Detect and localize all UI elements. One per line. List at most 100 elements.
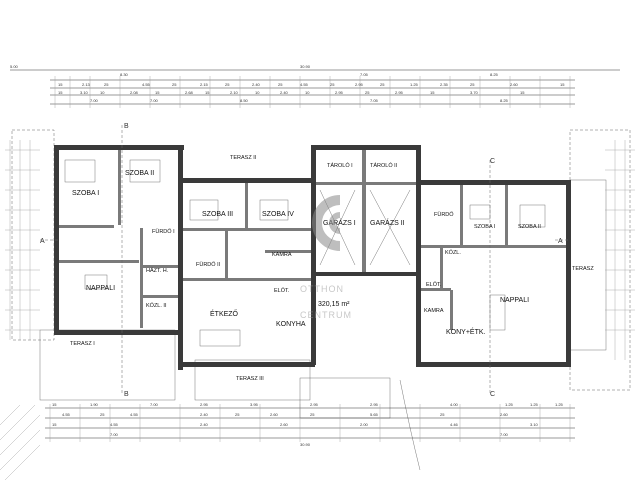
room-kamra-right: KAMRA bbox=[424, 308, 444, 314]
dim-bot-r1-3: 2.95 bbox=[200, 402, 209, 407]
room-garazs-ii: GARÁZS II bbox=[370, 218, 405, 227]
room-szoba-i: SZOBA I bbox=[72, 190, 99, 197]
left-dimension-ticks bbox=[5, 140, 635, 360]
dim-bot-r1-9: 1.25 bbox=[530, 402, 539, 407]
dim-top-3: 30.90 bbox=[300, 64, 311, 69]
dim-top-r2-9: 4.55 bbox=[300, 82, 309, 87]
axis-c-top: C bbox=[490, 158, 495, 165]
dim-bot-r2-1: 25 bbox=[100, 412, 105, 417]
room-haztart: HÁZT. H. bbox=[146, 267, 169, 274]
room-furdo-ii: FÜRDŐ II bbox=[196, 261, 221, 268]
dim-bot-r1-0: 15 bbox=[52, 402, 57, 407]
dim-top-r3-2: 10 bbox=[100, 90, 105, 95]
dim-top-r2-7: 2.40 bbox=[252, 82, 261, 87]
dim-bot-r4-0: 7.00 bbox=[110, 432, 119, 437]
room-szoba-i-right: SZOBA I bbox=[474, 224, 496, 230]
dim-top-r3-7: 2.10 bbox=[230, 90, 239, 95]
dim-top-4: 7.05 bbox=[360, 72, 369, 77]
room-terasz-right: TERASZ bbox=[572, 266, 594, 272]
room-labels: SZOBA I SZOBA II SZOBA III SZOBA IV FÜRD… bbox=[70, 155, 594, 382]
dim-bot-r2-2: 4.55 bbox=[130, 412, 139, 417]
dim-top-r4-2: 8.50 bbox=[240, 98, 249, 103]
dim-top-r3-14: 15 bbox=[430, 90, 435, 95]
dim-top-5: 8.25 bbox=[490, 72, 499, 77]
dim-top-r2-1: 2.13 bbox=[82, 82, 91, 87]
room-tarolo-ii: TÁROLÓ II bbox=[370, 162, 398, 169]
dim-bot-r2-5: 2.60 bbox=[270, 412, 279, 417]
dim-top-r3-10: 10 bbox=[305, 90, 310, 95]
dim-top-r3-6: 15 bbox=[205, 90, 210, 95]
room-nappali-left: NAPPALI bbox=[86, 285, 115, 292]
dim-bot-r3-5: 4.46 bbox=[450, 422, 459, 427]
watermark-logo: OTTHON CENTRUM bbox=[300, 195, 352, 320]
dim-top-r4-3: 7.05 bbox=[370, 98, 379, 103]
room-furdo-right: FÜRDŐ bbox=[434, 211, 454, 218]
top-dimension-chains: 5.00 8.30 30.90 7.05 8.25 15 2.13 25 4.5… bbox=[10, 64, 620, 108]
dim-top-r2-12: 25 bbox=[380, 82, 385, 87]
dim-bot-r2-7: 5.65 bbox=[370, 412, 379, 417]
dim-bot-r2-3: 2.40 bbox=[200, 412, 209, 417]
watermark-line1: OTTHON bbox=[300, 284, 344, 294]
room-szoba-ii-right: SZOBA II bbox=[518, 224, 541, 230]
dim-bot-r3-0: 15 bbox=[52, 422, 57, 427]
dim-top-r4-1: 7.00 bbox=[150, 98, 159, 103]
room-szoba-ii: SZOBA II bbox=[125, 170, 154, 177]
dim-bot-r3-3: 2.60 bbox=[280, 422, 289, 427]
room-elot-left: ELŐT. bbox=[274, 287, 290, 294]
dim-top-r3-8: 10 bbox=[255, 90, 260, 95]
dim-top-r4-0: 7.00 bbox=[90, 98, 99, 103]
dim-top-r2-14: 2.35 bbox=[440, 82, 449, 87]
dim-top-r2-5: 2.15 bbox=[200, 82, 209, 87]
walls bbox=[54, 145, 571, 370]
dim-top-r3-11: 2.95 bbox=[335, 90, 344, 95]
room-kozl-right: KÖZL. bbox=[445, 249, 461, 256]
dim-bot-r1-7: 4.00 bbox=[450, 402, 459, 407]
axis-b-top: B bbox=[124, 123, 129, 130]
dim-top-r2-15: 25 bbox=[470, 82, 475, 87]
dim-bot-r2-4: 25 bbox=[235, 412, 240, 417]
room-kamra-left: KAMRA bbox=[272, 252, 292, 258]
dim-top-1: 5.00 bbox=[10, 64, 19, 69]
room-terasz-i: TERASZ I bbox=[70, 341, 95, 347]
dim-bot-r2-9: 2.60 bbox=[500, 412, 509, 417]
dim-top-r3-0: 15 bbox=[58, 90, 63, 95]
dim-bot-r1-1: 1.90 bbox=[90, 402, 99, 407]
dim-top-r3-1: 3.10 bbox=[80, 90, 89, 95]
dim-bot-r1-6: 2.95 bbox=[370, 402, 379, 407]
dim-top-r3-4: 15 bbox=[155, 90, 160, 95]
dim-top-r2-0: 15 bbox=[58, 82, 63, 87]
dim-top-r3-3: 2.08 bbox=[130, 90, 139, 95]
dim-top-2: 8.30 bbox=[120, 72, 129, 77]
room-elot-right: ELŐT. bbox=[426, 281, 442, 288]
total-area-label: 320,15 m² bbox=[318, 301, 350, 308]
watermark-line2: CENTRUM bbox=[300, 310, 352, 320]
dim-top-r2-16: 2.60 bbox=[510, 82, 519, 87]
room-nappali-right: NAPPALI bbox=[500, 297, 529, 304]
axis-a-left: A bbox=[40, 238, 45, 245]
axis-a-right: A bbox=[558, 238, 563, 245]
room-kony-etk: KONY+ÉTK. bbox=[446, 327, 486, 336]
room-szoba-iv: SZOBA IV bbox=[262, 211, 294, 218]
dim-top-r2-4: 25 bbox=[172, 82, 177, 87]
room-terasz-ii: TERASZ II bbox=[230, 155, 257, 161]
dim-top-r3-15: 3.70 bbox=[470, 90, 479, 95]
room-etkezo: ÉTKEZŐ bbox=[210, 309, 239, 318]
dim-top-r3-5: 2.68 bbox=[185, 90, 194, 95]
room-furdo-i: FÜRDŐ I bbox=[152, 228, 175, 235]
dim-bot-r3-6: 3.10 bbox=[530, 422, 539, 427]
dim-bot-r2-0: 4.55 bbox=[62, 412, 71, 417]
dim-bot-r1-2: 7.00 bbox=[150, 402, 159, 407]
axis-c-bottom: C bbox=[490, 391, 495, 398]
axis-b-bottom: B bbox=[124, 391, 129, 398]
dim-top-r2-8: 25 bbox=[278, 82, 283, 87]
dim-top-r2-11: 2.95 bbox=[355, 82, 364, 87]
dim-top-r2-13: 1.25 bbox=[410, 82, 419, 87]
dim-bot-r4-1: 30.90 bbox=[300, 442, 311, 447]
dim-top-r3-16: 15 bbox=[520, 90, 525, 95]
dim-bot-r2-8: 25 bbox=[440, 412, 445, 417]
room-terasz-iii: TERASZ III bbox=[236, 376, 264, 382]
dim-bot-r1-8: 1.25 bbox=[505, 402, 514, 407]
dim-bot-r4-2: 7.00 bbox=[500, 432, 509, 437]
dim-bot-r3-4: 2.00 bbox=[360, 422, 369, 427]
dim-bot-r2-6: 25 bbox=[310, 412, 315, 417]
